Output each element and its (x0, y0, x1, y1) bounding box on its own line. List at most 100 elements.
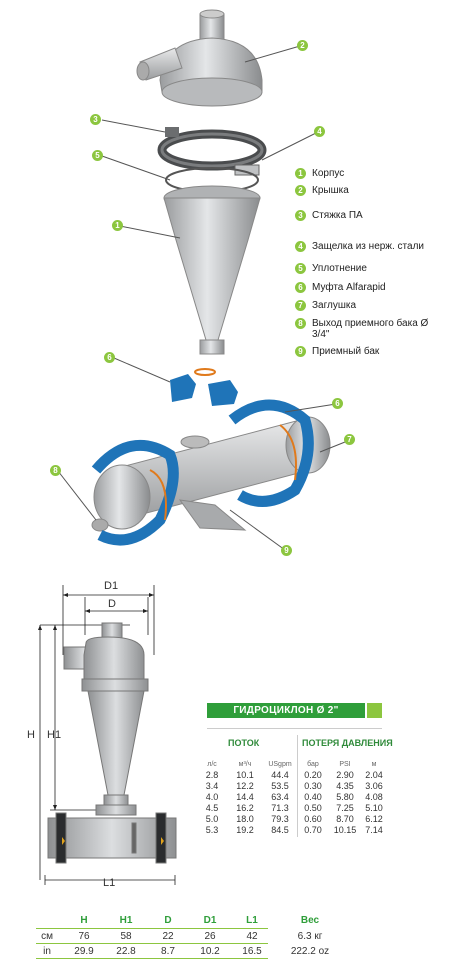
legend-label: Корпус (312, 168, 345, 179)
flow-table-cell: 44.4 (271, 770, 289, 780)
dim-h-label: H (27, 729, 35, 741)
flow-table-cell: 14.4 (236, 792, 254, 802)
flow-table-cell: 0.60 (304, 814, 322, 824)
callout-7: 7 (344, 434, 355, 445)
body-cone-part (163, 185, 261, 355)
flow-table-cell: 2.8 (205, 770, 219, 780)
hydrocyclone-table-title: ГИДРОЦИКЛОН Ø 2" (207, 703, 365, 718)
flow-table-cell: 8.70 (336, 814, 354, 824)
exploded-view-diagram (57, 9, 351, 551)
legend-number: 3 (295, 210, 306, 221)
flow-table-cell: 0.40 (304, 792, 322, 802)
spec-cell: 10.2 (200, 946, 220, 957)
spec-header-d1: D1 (203, 915, 217, 926)
flow-header: ПОТОК (228, 738, 260, 748)
flow-table-cell: 0.30 (304, 781, 322, 791)
legend-number: 7 (295, 300, 306, 311)
legend-label: Муфта Alfarapid (312, 282, 386, 293)
flow-table-cell: 0.50 (304, 803, 322, 813)
flow-table-cell: 5.10 (365, 803, 383, 813)
spec-cell: 26 (204, 931, 216, 942)
pressure-loss-header: ПОТЕРЯ ДАВЛЕНИЯ (302, 738, 393, 748)
spec-cell: 42 (246, 931, 258, 942)
flow-table-cell: 53.5 (271, 781, 289, 791)
flow-table-cell: 5.0 (205, 814, 219, 824)
flow-table-cell: 19.2 (236, 825, 254, 835)
legend-number: 9 (295, 346, 306, 357)
spec-header-h: H (80, 915, 88, 926)
callout-8: 8 (50, 465, 61, 476)
unit-bar: бар (307, 761, 319, 768)
legend-number: 8 (295, 318, 306, 329)
spec-divider-3 (36, 958, 268, 959)
callout-3: 3 (90, 114, 101, 125)
dimension-drawing (38, 585, 177, 885)
callout-1: 1 (112, 220, 123, 231)
flow-table-cell: 0.70 (304, 825, 322, 835)
flow-table-cell: 4.5 (205, 803, 219, 813)
legend-label: Заглушка (312, 300, 357, 311)
spec-row-label-cm: см (41, 931, 53, 942)
spec-divider-1 (36, 928, 268, 929)
flow-table-cell: 10.1 (236, 770, 254, 780)
unit-lps: л/с (207, 761, 217, 768)
flow-table-cell: 3.4 (205, 781, 219, 791)
flow-table-cell: 5.3 (205, 825, 219, 835)
flow-table-cell: 12.2 (236, 781, 254, 791)
callout-9: 9 (281, 545, 292, 556)
dim-h1-label: H1 (47, 729, 62, 741)
clamp-ring-part (157, 127, 267, 176)
flow-table-cell: 5.80 (336, 792, 354, 802)
flow-table-cell: 4.35 (336, 781, 354, 791)
legend-item: 5 Уплотнение (295, 263, 367, 274)
spec-cell: 76 (78, 931, 90, 942)
spec-cell: 22.8 (116, 946, 136, 957)
flow-table-cell: 7.25 (336, 803, 354, 813)
spec-cell: 222.2 oz (290, 946, 330, 957)
spec-header-d: D (164, 915, 172, 926)
legend-label: Защелка из нерж. стали (312, 241, 425, 252)
unit-m: м (371, 761, 377, 768)
spec-cell: 22 (162, 931, 174, 942)
dim-d1-label: D1 (104, 580, 119, 592)
callout-2: 2 (297, 40, 308, 51)
legend-item: 7 Заглушка (295, 300, 356, 311)
flow-table-cell: 71.3 (271, 803, 289, 813)
legend-item: 1 Корпус (295, 168, 344, 179)
callout-5: 5 (92, 150, 103, 161)
flow-table-cell: 6.12 (365, 814, 383, 824)
legend-label: Стяжка ПА (312, 210, 363, 221)
table-divider (207, 728, 382, 729)
spec-cell: 8.7 (161, 946, 175, 957)
callout-6a: 6 (104, 352, 115, 363)
legend-number: 1 (295, 168, 306, 179)
legend-label: Выход приемного бака Ø 3/4" (312, 318, 429, 340)
flow-table-cell: 18.0 (236, 814, 254, 824)
oring-part (194, 368, 216, 376)
flow-table-cell: 0.20 (304, 770, 322, 780)
flow-table-cell: 2.04 (365, 770, 383, 780)
legend-number: 5 (295, 263, 306, 274)
legend-item: 4 Защелка из нерж. стали (295, 241, 424, 252)
dim-l1-label: L1 (103, 877, 116, 889)
cover-part (136, 9, 263, 107)
spec-header-weight: Вес (300, 915, 320, 926)
flow-table-cell: 84.5 (271, 825, 289, 835)
legend-number: 4 (295, 241, 306, 252)
dim-d-label: D (108, 598, 116, 610)
unit-psi: PSI (339, 761, 351, 768)
spec-cell: 58 (120, 931, 132, 942)
flow-table-cell: 2.90 (336, 770, 354, 780)
spec-cell: 16.5 (242, 946, 262, 957)
table-title-accent (367, 703, 382, 718)
receiving-tank-part (91, 399, 331, 546)
spec-header-l1: L1 (246, 915, 258, 926)
flow-table-cell: 16.2 (236, 803, 254, 813)
legend-label: Уплотнение (312, 263, 367, 274)
legend-label: Крышка (312, 185, 349, 196)
flow-table-cell: 4.0 (205, 792, 219, 802)
flow-table-cell: 63.4 (271, 792, 289, 802)
